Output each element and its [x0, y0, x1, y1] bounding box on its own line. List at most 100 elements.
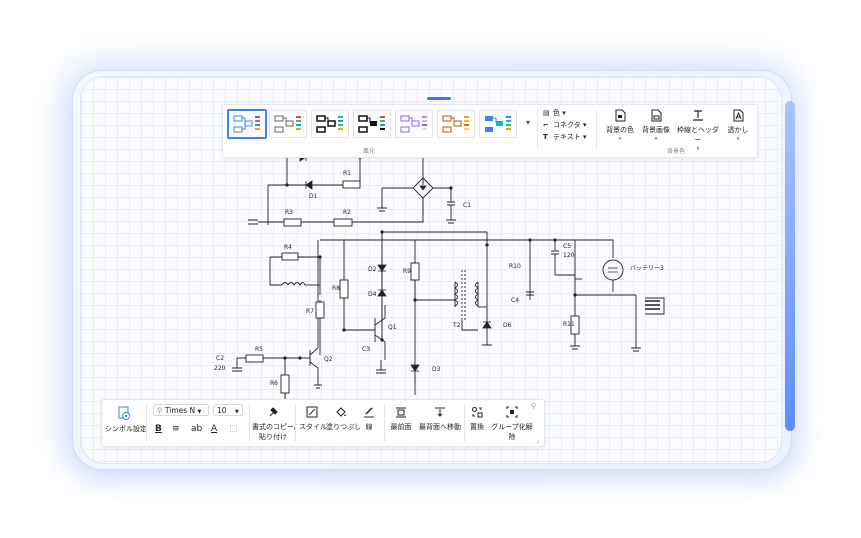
- label-D2: D2: [368, 266, 377, 273]
- strikethrough-icon[interactable]: ab: [191, 424, 203, 434]
- label-R10: R10: [509, 263, 521, 270]
- theme-7[interactable]: [479, 110, 517, 138]
- label-R8: R8: [332, 285, 340, 292]
- text-label: テキスト: [553, 133, 581, 141]
- format-painter-label-1: 書式のコピー/: [252, 423, 297, 431]
- fill-icon: [336, 407, 346, 417]
- font-family-chevron-icon: ▼: [197, 409, 202, 415]
- theme-1-icon: [233, 115, 260, 133]
- background-color-button[interactable]: 背景の色 ▾: [603, 109, 637, 142]
- font-size-select[interactable]: 10 ▼: [213, 404, 243, 416]
- background-image-icon: [651, 109, 662, 122]
- label-D1: D1: [309, 193, 318, 200]
- themes-more-chevron-icon[interactable]: ▾: [526, 118, 531, 127]
- label-R2: R2: [343, 209, 351, 216]
- label-battery: バッテリー3: [630, 265, 664, 272]
- border-header-button[interactable]: 枠線とヘッダー ▾: [675, 109, 721, 152]
- send-back-button[interactable]: 最背面へ移動: [417, 406, 463, 432]
- connector-label: コネクタ: [553, 121, 581, 129]
- background-image-label: 背景画像: [642, 126, 670, 134]
- search-icon: ⚲: [157, 406, 163, 415]
- shape-toolbar: シンボル設定 ⚲ Times N ▼ 10 ▼ B ≡ ab A ⬚ 書式のコピ…: [101, 399, 545, 447]
- theme-2[interactable]: [269, 110, 307, 138]
- font-family-value: Times N: [164, 406, 196, 415]
- symbol-settings-label: シンボル設定: [105, 425, 147, 433]
- label-R4: R4: [284, 244, 292, 251]
- replace-button[interactable]: 置換: [466, 406, 488, 432]
- label-Q1: Q1: [388, 324, 397, 331]
- theme-3[interactable]: [311, 110, 349, 138]
- divider: [295, 404, 296, 442]
- color-icon: ▤: [543, 109, 550, 117]
- label-R1: R1: [343, 170, 351, 177]
- label-D3: D3: [432, 366, 441, 373]
- border-header-icon: [693, 110, 703, 121]
- label-Q2: Q2: [324, 356, 333, 363]
- watermark-label: 透かし: [727, 126, 749, 134]
- format-painter-label-2: 貼り付け: [259, 433, 287, 441]
- style-icon: [306, 406, 318, 418]
- send-back-label: 最背面へ移動: [419, 423, 461, 431]
- theme-4[interactable]: [353, 110, 391, 138]
- theme-1[interactable]: [227, 109, 267, 139]
- background-image-button[interactable]: 背景画像 ▾: [639, 109, 673, 142]
- theme-4-icon: [358, 115, 385, 133]
- ungroup-button[interactable]: グループ化解 除: [491, 406, 533, 442]
- style-label: スタイル: [299, 423, 327, 431]
- background-color-label: 背景の色: [606, 126, 634, 134]
- label-R5: R5: [255, 346, 263, 353]
- themes-section-label: 風化: [363, 148, 376, 155]
- connector-icon: ⌐: [543, 121, 549, 129]
- fill-label: 塗りつぶし: [326, 423, 362, 431]
- divider: [249, 404, 250, 442]
- color-chevron-icon: ▾: [562, 109, 566, 117]
- border-header-chevron-icon: ▾: [696, 146, 700, 152]
- replace-label: 置換: [470, 423, 484, 431]
- background-color-icon: [615, 109, 626, 122]
- font-size-chevron-icon: ▼: [234, 409, 239, 415]
- font-color-icon[interactable]: A: [211, 424, 218, 434]
- label-R3: R3: [285, 209, 293, 216]
- label-R6: R6: [270, 380, 278, 387]
- send-back-icon: [435, 407, 445, 417]
- border-header-label: 枠線とヘッダー: [677, 126, 719, 144]
- text-box-icon[interactable]: ⬚: [229, 424, 238, 434]
- bring-front-icon: [396, 407, 406, 418]
- line-label: 線: [365, 423, 373, 431]
- theme-5-icon: [400, 115, 427, 133]
- bring-front-button[interactable]: 最前面: [387, 406, 415, 432]
- pin-icon[interactable]: ⚲: [531, 402, 537, 410]
- ungroup-label-2: 除: [508, 433, 516, 441]
- line-button[interactable]: 線: [360, 406, 378, 432]
- style-button[interactable]: スタイル: [299, 406, 327, 432]
- canvas-top-indicator: [427, 97, 451, 100]
- label-R11: R11: [563, 321, 575, 328]
- resize-handle-icon[interactable]: ⌟: [536, 436, 540, 444]
- format-painter-button[interactable]: 書式のコピー/ 貼り付け: [252, 406, 297, 442]
- background-color-chevron-icon: ▾: [618, 136, 622, 142]
- symbol-settings-button[interactable]: シンボル設定: [105, 406, 147, 434]
- theme-6[interactable]: [437, 110, 475, 138]
- text-icon: T: [543, 133, 548, 141]
- watermark-icon: [733, 109, 744, 122]
- theme-5[interactable]: [395, 110, 433, 138]
- label-C2-value: 220: [214, 365, 226, 372]
- background-image-chevron-icon: ▾: [654, 136, 658, 142]
- label-C5: C5: [563, 243, 571, 250]
- color-menu[interactable]: ▤色 ▾: [543, 108, 566, 118]
- bold-icon[interactable]: B: [155, 424, 162, 434]
- label-R9: R9: [403, 268, 411, 275]
- fill-button[interactable]: 塗りつぶし: [326, 406, 361, 432]
- font-family-select[interactable]: ⚲ Times N ▼: [153, 404, 209, 416]
- connector-chevron-icon: ▾: [582, 121, 587, 129]
- align-center-icon[interactable]: ≡: [172, 424, 180, 434]
- font-size-value: 10: [217, 406, 227, 415]
- ungroup-label-1: グループ化解: [491, 423, 533, 431]
- watermark-button[interactable]: 透かし ▾: [725, 109, 751, 142]
- symbol-settings-icon: [118, 406, 130, 420]
- connector-menu[interactable]: ⌐ コネクタ ▾: [543, 120, 586, 130]
- format-painter-icon: [269, 407, 278, 417]
